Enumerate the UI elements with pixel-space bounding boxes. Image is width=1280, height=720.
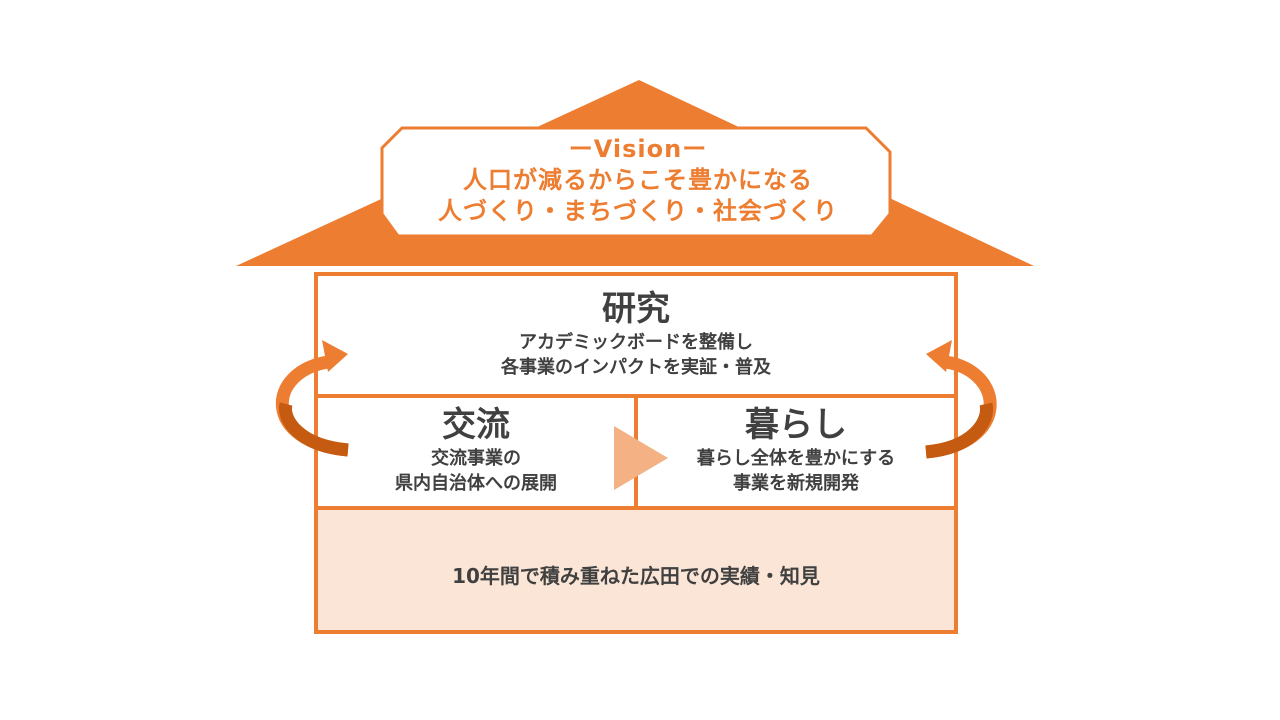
flow-arrow-right bbox=[614, 426, 668, 490]
living-title: 暮らし bbox=[745, 405, 847, 445]
research-line-1: アカデミックボードを整備し bbox=[519, 332, 753, 353]
living-line-1: 暮らし全体を豊かにする bbox=[696, 448, 896, 469]
exchange-title: 交流 bbox=[442, 405, 510, 445]
research-title: 研究 bbox=[602, 289, 670, 329]
living-line-2: 事業を新規開発 bbox=[733, 473, 859, 494]
foundation-box bbox=[314, 506, 958, 634]
vision-plaque bbox=[380, 126, 892, 238]
vision-text: ーVisionー 人口が減るからこそ豊かになる 人づくり・まちづくり・社会づくり bbox=[384, 134, 892, 227]
exchange-box bbox=[314, 394, 638, 510]
exchange-text: 交流 交流事業の 県内自治体への展開 bbox=[318, 404, 634, 496]
vision-line-2: 人づくり・まちづくり・社会づくり bbox=[438, 197, 838, 225]
research-box bbox=[314, 272, 958, 398]
research-line-2: 各事業のインパクトを実証・普及 bbox=[501, 357, 771, 378]
vision-heading: ーVisionー bbox=[568, 135, 708, 163]
vision-line-1: 人口が減るからこそ豊かになる bbox=[463, 166, 813, 194]
exchange-line-1: 交流事業の bbox=[431, 448, 521, 469]
left-cycle-arrow bbox=[275, 340, 349, 457]
right-cycle-arrow bbox=[925, 340, 997, 459]
research-text: 研究 アカデミックボードを整備し 各事業のインパクトを実証・普及 bbox=[318, 288, 954, 380]
foundation-text: 10年間で積み重ねた広田での実績・知見 bbox=[452, 564, 820, 588]
exchange-line-2: 県内自治体への展開 bbox=[395, 473, 557, 494]
living-text: 暮らし 暮らし全体を豊かにする 事業を新規開発 bbox=[638, 404, 954, 496]
